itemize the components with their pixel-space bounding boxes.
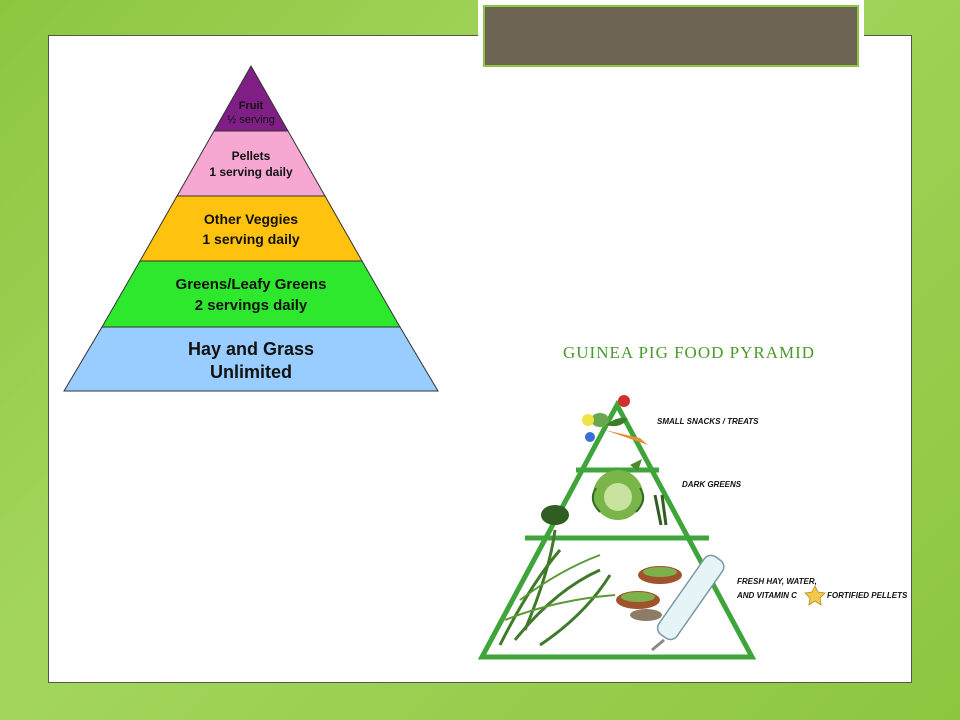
dark-greens-illustration-icon: [541, 459, 668, 526]
tier-fruit-amount: ½ serving: [227, 114, 275, 126]
tier-hay-water-label-line3: FORTIFIED PELLETS: [827, 591, 908, 600]
tier-pellets-amount: 1 serving daily: [209, 165, 293, 179]
slide-title-placeholder: [478, 0, 864, 72]
food-pyramid-title: GUINEA PIG FOOD PYRAMID: [563, 343, 815, 362]
tier-greens-label: Greens/Leafy Greens: [176, 276, 327, 293]
tier-treats-label: SMALL SNACKS / TREATS: [657, 417, 759, 426]
star-icon: [804, 585, 826, 606]
tier-fruit-label: Fruit: [239, 100, 264, 112]
treats-illustration-icon: [582, 395, 648, 445]
tier-pellets-label: Pellets: [232, 149, 271, 163]
tier-hay-amount: Unlimited: [210, 362, 292, 382]
tier-dark-greens-label: DARK GREENS: [682, 480, 742, 489]
slide-title-box: [483, 5, 859, 67]
tier-greens-amount: 2 servings daily: [195, 297, 308, 314]
tier-other-veggies-label: Other Veggies: [204, 211, 298, 227]
hay-water-pellets-illustration-icon: [498, 529, 725, 652]
tier-hay-water-label-line2: AND VITAMIN C: [736, 591, 797, 600]
tier-hay-water-label-line1: FRESH HAY, WATER,: [737, 577, 817, 586]
tier-hay-label: Hay and Grass: [188, 339, 314, 359]
tier-hay: [63, 326, 439, 392]
tier-other-veggies-amount: 1 serving daily: [202, 231, 299, 247]
food-pyramid-outline: [477, 399, 757, 660]
